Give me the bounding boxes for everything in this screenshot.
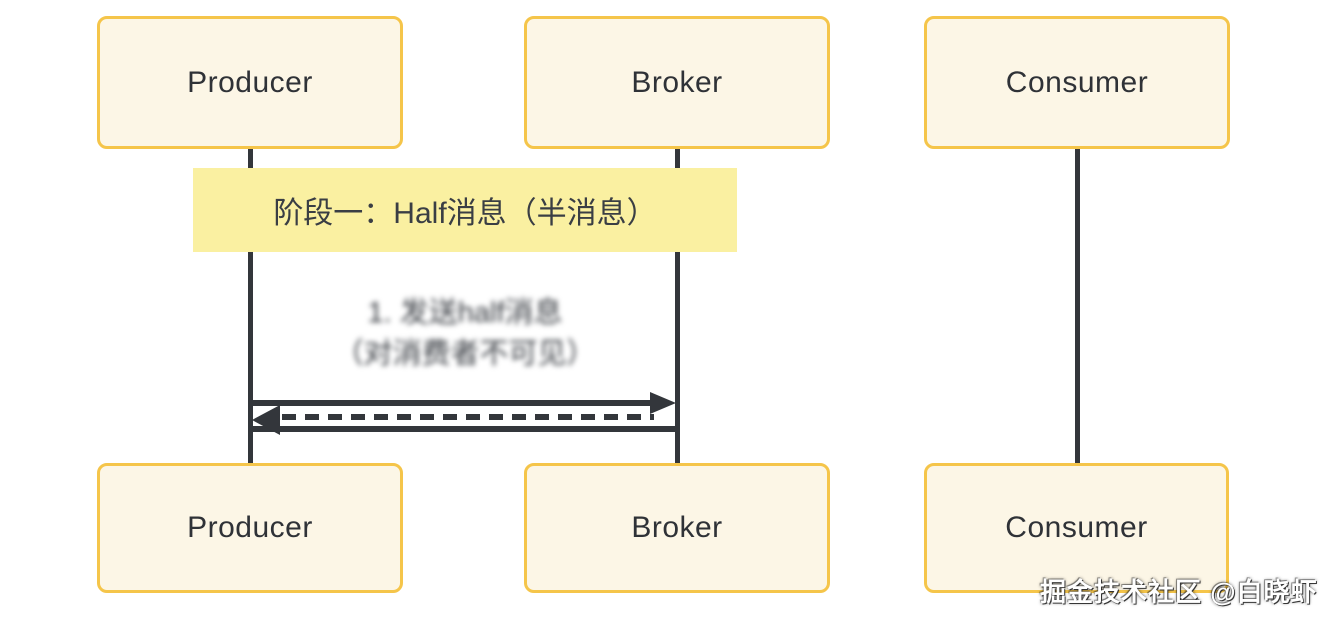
arrowhead-right-icon [650, 392, 676, 414]
consumer-box-top: Consumer [924, 16, 1230, 149]
broker-box-bottom: Broker [524, 463, 830, 593]
producer-label-bottom: Producer [187, 511, 313, 544]
message-annotation: 1. 发送half消息 （对消费者不可见） [270, 293, 660, 375]
annotation-line-1: 1. 发送half消息 [367, 297, 563, 329]
producer-label-top: Producer [187, 65, 313, 99]
annotation-line-2: （对消费者不可见） [334, 338, 596, 370]
reply-message-dashed-line [282, 414, 654, 420]
reply-message-line [250, 426, 678, 432]
broker-label-top: Broker [631, 65, 723, 99]
request-message-line [250, 400, 656, 406]
phase-label: 阶段一：Half消息（半消息） [193, 168, 737, 252]
watermark: 掘金技术社区 @白晓虾 [1040, 577, 1318, 607]
consumer-label-top: Consumer [1005, 65, 1149, 99]
arrowhead-left-icon [252, 405, 280, 435]
broker-label-bottom: Broker [631, 511, 723, 544]
consumer-label-bottom: Consumer [1005, 511, 1148, 544]
consumer-box-bottom: Consumer [924, 463, 1229, 593]
producer-box-top: Producer [97, 16, 403, 149]
broker-lifeline [675, 149, 680, 464]
broker-box-top: Broker [524, 16, 830, 149]
producer-lifeline [248, 149, 253, 464]
producer-box-bottom: Producer [97, 463, 403, 593]
phase-label-text: 阶段一：Half消息（半消息） [273, 197, 657, 230]
consumer-lifeline [1075, 149, 1080, 464]
